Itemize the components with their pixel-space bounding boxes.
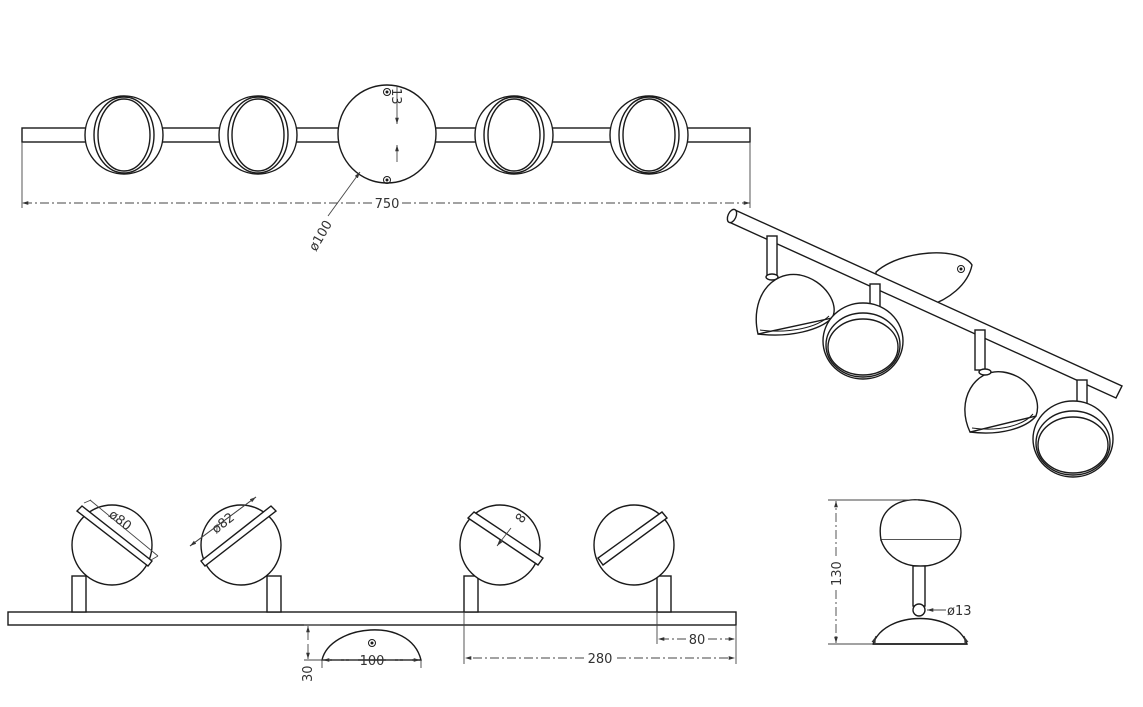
front-view: ø80 ø82 8 xyxy=(7,496,737,682)
isometric-view xyxy=(726,208,1123,478)
side-view-arm xyxy=(912,565,926,607)
top-view: 750 ø100 13 xyxy=(21,84,751,254)
dimension-label-100: 100 xyxy=(360,654,385,669)
dimension-label-13: 13 xyxy=(388,88,403,105)
dimension-end-spacing: 80 xyxy=(656,612,735,648)
front-view-spot-4 xyxy=(593,504,675,613)
front-view-canopy xyxy=(321,629,422,661)
side-view: 130 ø13 xyxy=(828,498,972,645)
dimension-fixture-height: 130 xyxy=(828,499,918,645)
front-view-spot-2: ø82 xyxy=(189,496,282,613)
front-view-bar xyxy=(7,611,737,626)
top-view-canopy xyxy=(337,84,437,184)
top-view-spot-3 xyxy=(474,95,554,175)
dimension-canopy-height: 30 xyxy=(301,624,330,682)
dimension-spot-spacing: 280 xyxy=(463,612,737,667)
iso-spot-2 xyxy=(822,283,904,380)
top-view-spot-2 xyxy=(218,95,298,175)
dimension-total-length: 750 xyxy=(21,142,751,212)
top-view-spot-4 xyxy=(609,95,689,175)
dimension-label-d100: ø100 xyxy=(306,218,335,254)
iso-bar xyxy=(726,208,1123,399)
dimension-arm-diameter: ø13 xyxy=(927,604,972,619)
dimension-label-130: 130 xyxy=(830,561,845,586)
dimension-label-750: 750 xyxy=(375,197,400,212)
top-view-spot-1 xyxy=(84,95,164,175)
dimension-label-30: 30 xyxy=(301,665,316,682)
iso-spot-1 xyxy=(755,235,835,336)
dimension-label-80: 80 xyxy=(689,633,706,648)
dimension-label-d13: ø13 xyxy=(947,604,972,619)
dimension-canopy-diameter: ø100 xyxy=(306,171,361,254)
iso-spot-4 xyxy=(1032,379,1114,478)
dimension-canopy-width: 100 xyxy=(321,654,422,669)
side-view-canopy xyxy=(872,617,968,645)
side-view-shade xyxy=(879,498,962,567)
side-view-joint xyxy=(912,603,926,617)
front-view-spot-3: 8 xyxy=(459,504,544,613)
iso-spot-3 xyxy=(964,329,1039,434)
front-view-spot-1: ø80 xyxy=(71,499,159,613)
dimension-label-280: 280 xyxy=(588,652,613,667)
